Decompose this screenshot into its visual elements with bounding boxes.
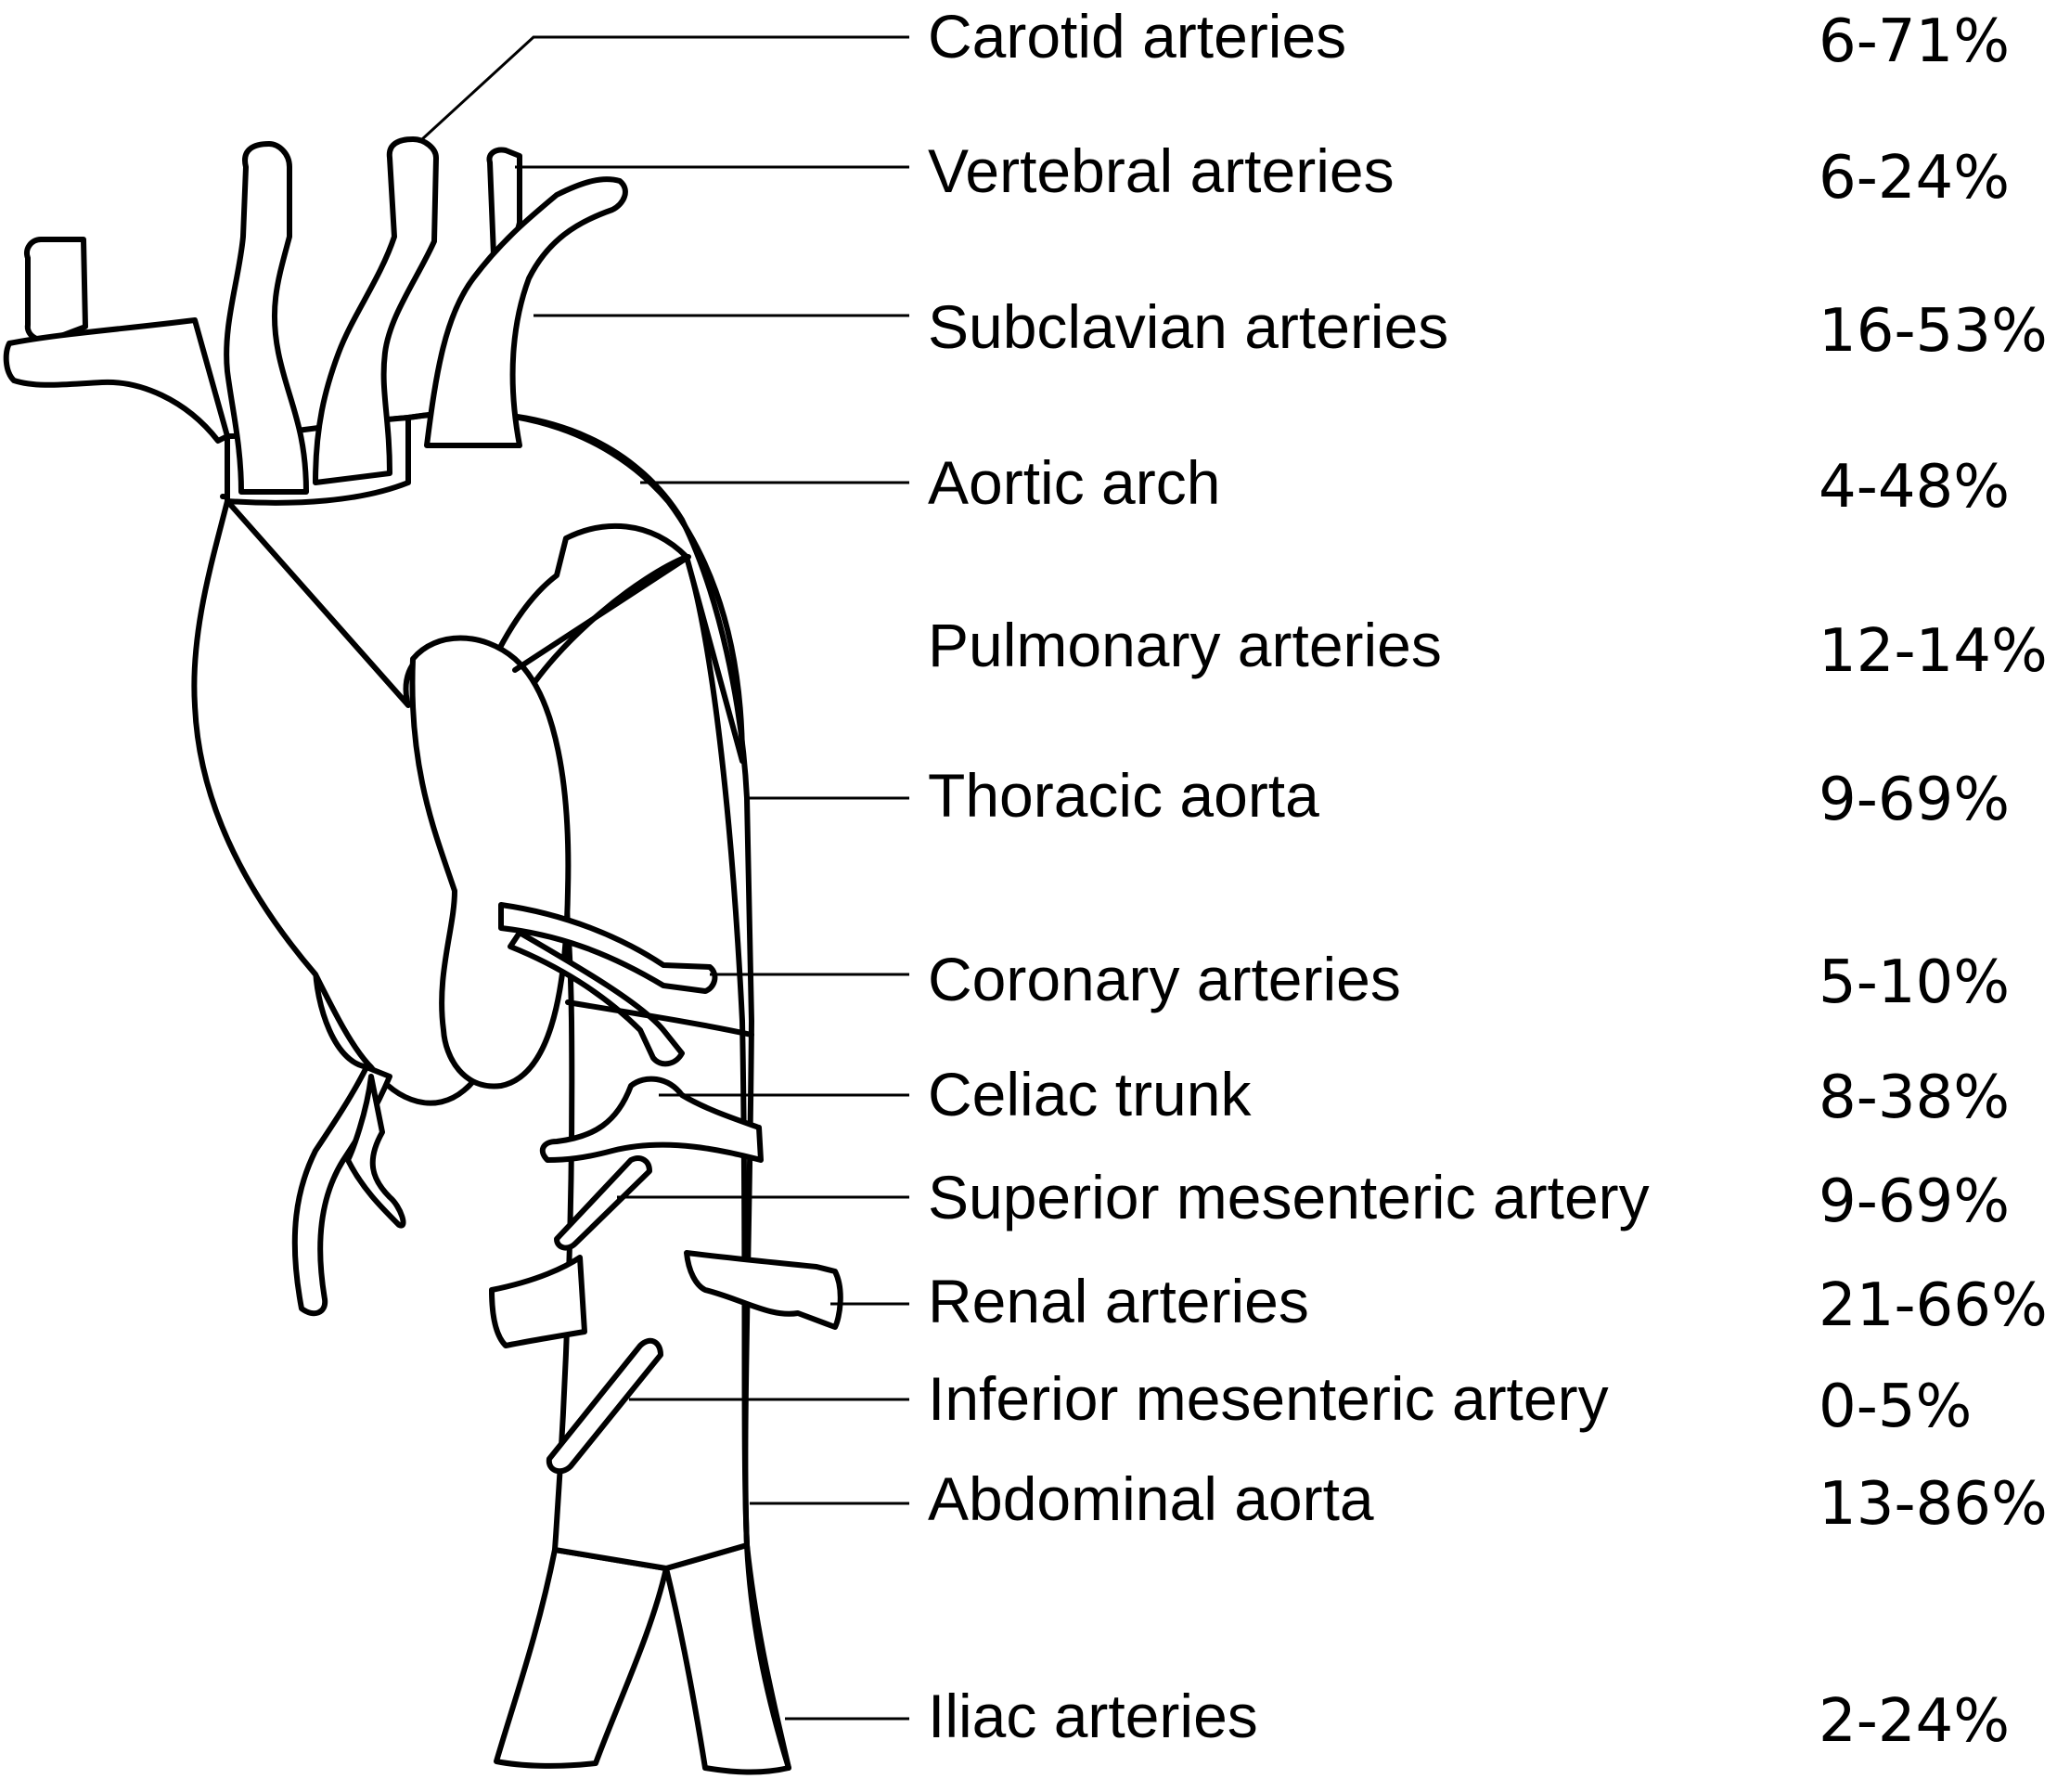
label-subclavian-arteries: Subclavian arteries: [928, 292, 1448, 361]
label-thoracic-aorta: Thoracic aorta: [928, 761, 1319, 830]
label-coronary-arteries: Coronary arteries: [928, 945, 1401, 1013]
renal-arteries-shape: [489, 1250, 843, 1348]
percent-coronary-arteries: 5-10%: [1819, 948, 2010, 1017]
label-superior-mesenteric-artery: Superior mesenteric artery: [928, 1163, 1650, 1231]
label-abdominal-aorta: Abdominal aorta: [928, 1464, 1374, 1533]
great-vessels-shape: [3, 136, 628, 495]
iliac-arteries-shape: [494, 1542, 791, 1775]
label-aortic-arch: Aortic arch: [928, 448, 1220, 517]
percent-inferior-mesenteric-artery: 0-5%: [1819, 1373, 1972, 1441]
percent-superior-mesenteric-artery: 9-69%: [1819, 1167, 2010, 1236]
label-pulmonary-arteries: Pulmonary arteries: [928, 611, 1442, 679]
percent-pulmonary-arteries: 12-14%: [1819, 617, 2048, 686]
label-carotid-arteries: Carotid arteries: [928, 2, 1346, 71]
coronary-arteries-shape: [291, 902, 718, 1317]
descending-aorta-shape: [517, 554, 750, 1571]
percent-thoracic-aorta: 9-69%: [1819, 766, 2010, 834]
label-iliac-arteries: Iliac arteries: [928, 1682, 1258, 1750]
label-vertebral-arteries: Vertebral arteries: [928, 136, 1395, 205]
percent-abdominal-aorta: 13-86%: [1819, 1470, 2048, 1539]
label-renal-arteries: Renal arteries: [928, 1267, 1309, 1335]
percent-aortic-arch: 4-48%: [1819, 453, 2010, 522]
label-inferior-mesenteric-artery: Inferior mesenteric artery: [928, 1364, 1609, 1433]
percent-iliac-arteries: 2-24%: [1819, 1687, 2010, 1756]
percent-carotid-arteries: 6-71%: [1819, 7, 2010, 76]
superior-mesenteric-artery-shape: [554, 1155, 652, 1251]
percent-renal-arteries: 21-66%: [1819, 1271, 2048, 1340]
label-list: Carotid arteries 6-71% Vertebral arterie…: [928, 2, 2048, 1756]
percent-celiac-trunk: 8-38%: [1819, 1064, 2010, 1132]
pulmonary-trunk-shape: [409, 635, 572, 1089]
label-celiac-trunk: Celiac trunk: [928, 1060, 1252, 1128]
percent-vertebral-arteries: 6-24%: [1819, 144, 2010, 213]
leader-lines: [420, 35, 909, 1721]
inferior-mesenteric-artery-shape: [546, 1337, 663, 1475]
percent-subclavian-arteries: 16-53%: [1819, 297, 2048, 366]
